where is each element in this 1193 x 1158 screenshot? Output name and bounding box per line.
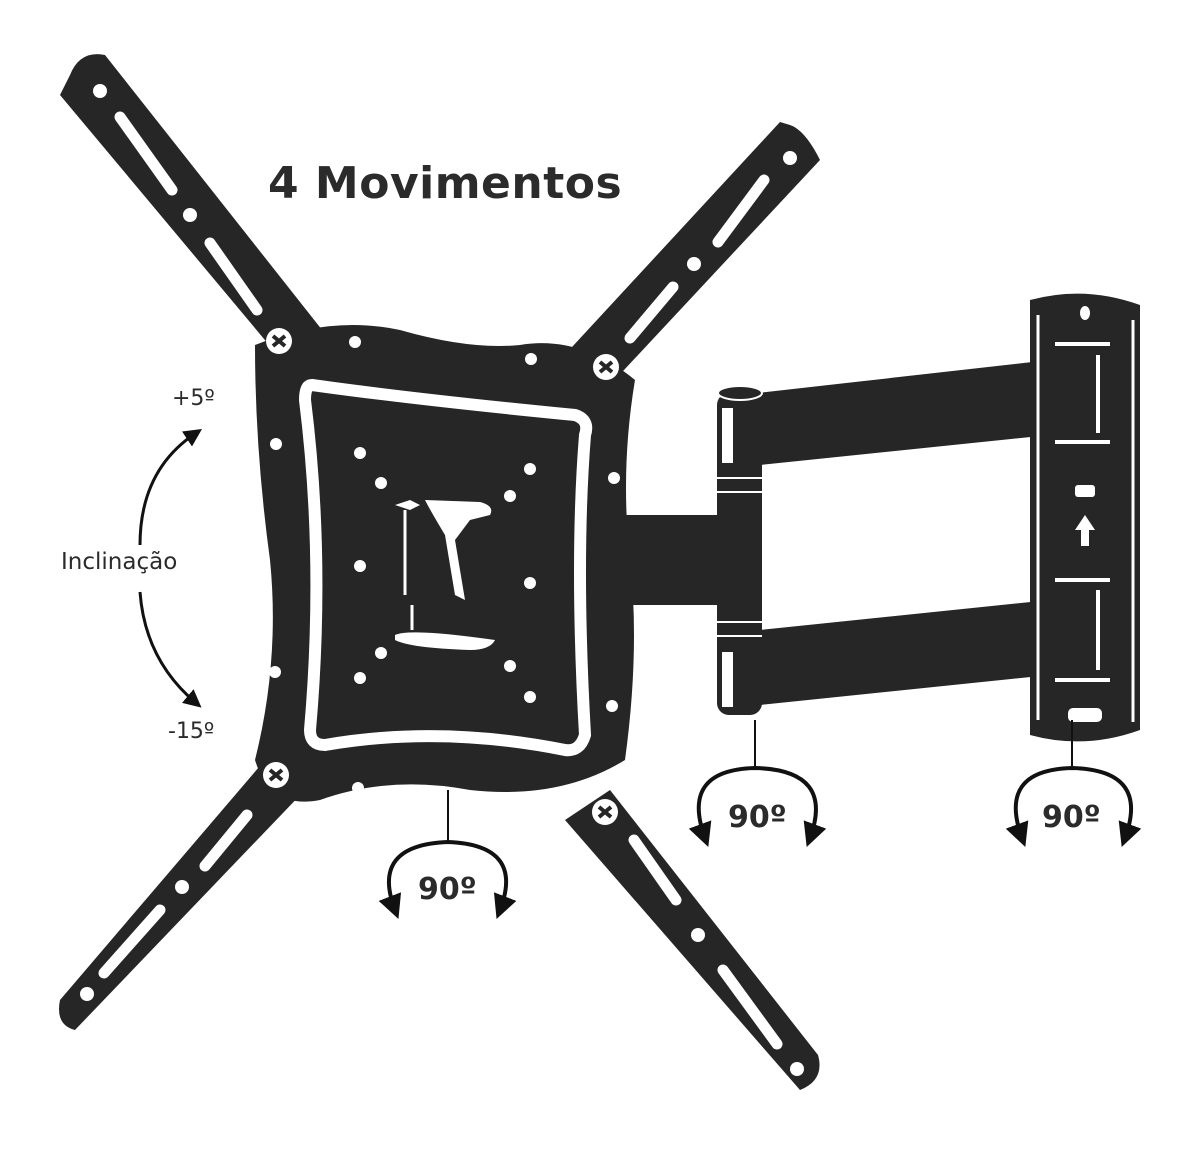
tilt-up-label: +5º xyxy=(172,386,215,411)
swivel-wall-label: 90º xyxy=(1042,800,1101,835)
tilt-arrows-icon xyxy=(138,429,203,708)
articulated-arm-icon xyxy=(600,360,1050,715)
tilt-label: Inclinação xyxy=(61,549,178,575)
swivel-elbow-label: 90º xyxy=(728,800,787,835)
tilt-down-label: -15º xyxy=(168,719,215,744)
screw-icon xyxy=(263,328,619,825)
arm-slot-holes-icon xyxy=(80,84,804,1076)
swivel-arrows-icon xyxy=(378,720,1142,919)
wall-plate-icon xyxy=(1030,293,1140,742)
center-plate-icon xyxy=(255,325,635,825)
diagram-title: 4 Movimentos xyxy=(268,158,623,209)
up-arrow-icon xyxy=(1075,515,1095,546)
swivel-plate-label: 90º xyxy=(418,872,477,907)
